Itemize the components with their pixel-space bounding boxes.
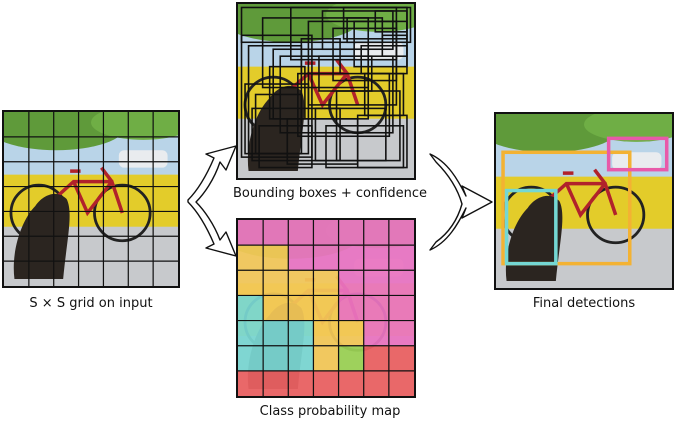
class-cell-green	[338, 345, 364, 371]
candidate-box	[240, 34, 313, 158]
class-cell-pink	[388, 220, 414, 246]
input-caption: S × S grid on input	[29, 296, 153, 311]
candidate-box	[251, 107, 341, 162]
bounding-boxes-panel	[236, 2, 416, 180]
class-cell-yellow	[263, 245, 289, 271]
car	[612, 152, 662, 170]
candidate-box	[381, 34, 408, 57]
class-cell-red	[363, 345, 389, 371]
class-cell-pink	[363, 220, 389, 246]
class-cell-pink	[313, 220, 339, 246]
tree-foliage	[91, 112, 178, 140]
class-cell-yellow	[238, 245, 264, 271]
class-cell-cyan	[238, 345, 264, 371]
bike-wheel	[586, 185, 646, 245]
boxes-caption: Bounding boxes + confidence	[232, 186, 428, 201]
class-cell-pink	[388, 295, 414, 321]
candidate-box	[321, 10, 394, 51]
class-cell-pink	[288, 220, 314, 246]
class-cell-pink	[363, 270, 389, 296]
dog	[247, 85, 305, 172]
class-cell-pink	[363, 245, 389, 271]
class-cell-red	[313, 370, 339, 396]
class-cell-pink	[313, 245, 339, 271]
final-caption: Final detections	[532, 296, 636, 311]
class-cell-pink	[338, 245, 364, 271]
bike-frame	[530, 168, 618, 219]
class-probability-map	[238, 220, 414, 396]
tree-foliage	[584, 114, 672, 142]
candidate-box	[268, 65, 306, 120]
class-cell-pink	[263, 220, 289, 246]
class-cell-pink	[288, 245, 314, 271]
class-cell-pink	[388, 320, 414, 346]
bike-detection-box	[501, 150, 632, 266]
class-cell-cyan	[263, 345, 289, 371]
bike-frame	[37, 166, 124, 217]
class-probability-panel	[236, 218, 416, 398]
class-cell-pink	[338, 295, 364, 321]
car	[354, 42, 404, 60]
class-cell-pink	[238, 220, 264, 246]
class-cell-yellow	[263, 270, 289, 296]
final-detections-photo	[496, 114, 672, 288]
candidate-box	[254, 93, 303, 155]
candidate-box	[363, 72, 405, 117]
class-cell-yellow	[288, 270, 314, 296]
class-cell-yellow	[313, 270, 339, 296]
input-grid-overlay	[4, 112, 178, 286]
candidate-box	[374, 10, 408, 33]
class-cell-pink	[388, 270, 414, 296]
candidate-box	[240, 6, 412, 44]
class-cell-cyan	[288, 320, 314, 346]
input-image-panel	[2, 110, 180, 288]
class-cell-cyan	[263, 320, 289, 346]
dog	[505, 195, 563, 282]
class-cell-pink	[338, 270, 364, 296]
car-detection-box	[606, 136, 669, 172]
candidate-box	[258, 125, 313, 169]
class-cell-yellow	[313, 320, 339, 346]
class-cell-pink	[338, 220, 364, 246]
class-cell-pink	[363, 320, 389, 346]
class-cell-red	[363, 370, 389, 396]
candidate-box	[318, 55, 373, 92]
merge-arrow-icon	[429, 153, 493, 251]
class-cell-yellow	[313, 295, 339, 321]
class-cell-red	[238, 370, 264, 396]
class-cell-yellow	[238, 270, 264, 296]
split-arrow-icon	[187, 145, 237, 257]
final-detections-panel	[494, 112, 674, 290]
class-cell-yellow	[288, 295, 314, 321]
class-cell-red	[388, 370, 414, 396]
class-cell-red	[288, 370, 314, 396]
candidate-box	[297, 72, 391, 138]
class-probability-cells	[238, 220, 414, 396]
class-cell-cyan	[238, 320, 264, 346]
car	[118, 150, 168, 168]
class-cell-yellow	[338, 320, 364, 346]
dog-detection-box	[504, 188, 558, 266]
class-cell-cyan	[288, 345, 314, 371]
class-cell-yellow	[263, 295, 289, 321]
class-cell-red	[263, 370, 289, 396]
input-photo	[4, 112, 178, 286]
class-cell-red	[388, 345, 414, 371]
bike-wheel	[93, 183, 152, 243]
classmap-caption: Class probability map	[259, 404, 401, 419]
class-cell-pink	[363, 295, 389, 321]
class-cell-red	[338, 370, 364, 396]
class-cell-yellow	[313, 345, 339, 371]
bounding-boxes-photo	[238, 4, 414, 178]
bounding-box-overlay	[240, 6, 412, 169]
class-cell-cyan	[238, 295, 264, 321]
class-cell-pink	[388, 245, 414, 271]
